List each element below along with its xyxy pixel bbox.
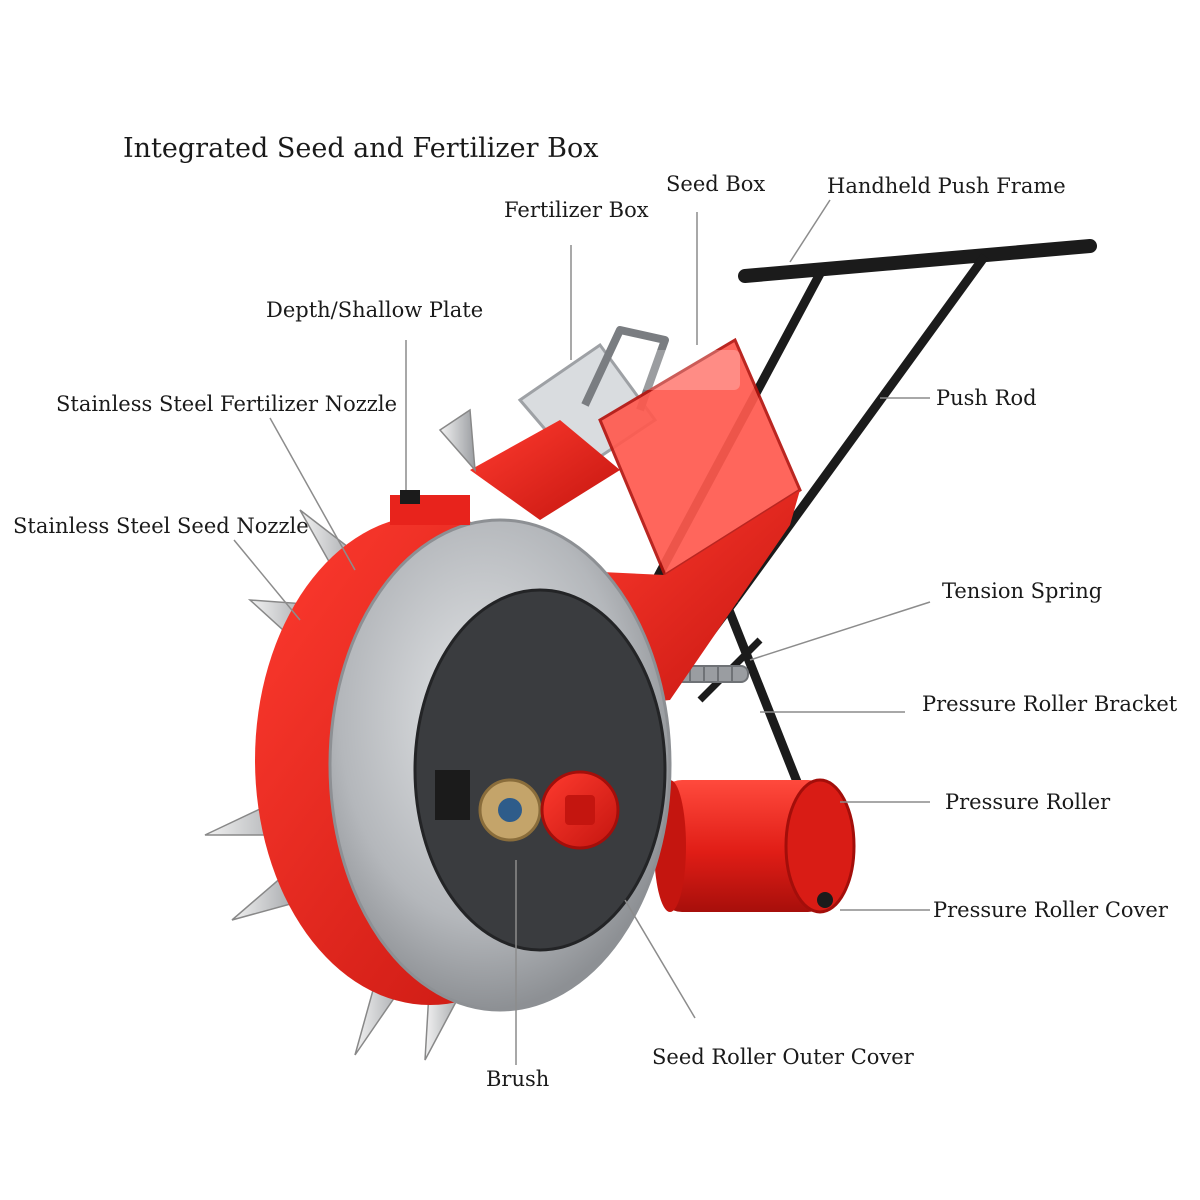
label-tension-spring: Tension Spring	[942, 579, 1103, 603]
label-pressure-roller: Pressure Roller	[945, 790, 1111, 814]
seed-roller-outer-cover	[540, 770, 620, 850]
label-fertilizer-nozzle: Stainless Steel Fertilizer Nozzle	[56, 392, 398, 416]
tension-spring	[675, 665, 749, 683]
label-seed-box: Seed Box	[666, 172, 766, 196]
label-pressure-roller-cover: Pressure Roller Cover	[933, 898, 1168, 922]
brush	[478, 778, 542, 842]
label-seed-nozzle: Stainless Steel Seed Nozzle	[13, 514, 309, 538]
pressure-roller-cover	[784, 778, 856, 914]
label-handheld-push-frame: Handheld Push Frame	[827, 174, 1066, 198]
depth-shallow-plate	[390, 490, 470, 525]
label-depth-shallow-plate: Depth/Shallow Plate	[266, 298, 484, 322]
leader-lines	[233, 199, 931, 1065]
label-seed-roller-outer-cover: Seed Roller Outer Cover	[652, 1045, 914, 1069]
label-push-rod: Push Rod	[936, 386, 1037, 410]
label-pressure-roller-bracket: Pressure Roller Bracket	[922, 692, 1178, 716]
label-brush: Brush	[486, 1067, 550, 1091]
label-fertilizer-box: Fertilizer Box	[504, 198, 649, 222]
pressure-roller	[654, 780, 830, 912]
diagram-heading: Integrated Seed and Fertilizer Box	[123, 133, 599, 164]
wheel-inner-plate	[413, 588, 667, 952]
